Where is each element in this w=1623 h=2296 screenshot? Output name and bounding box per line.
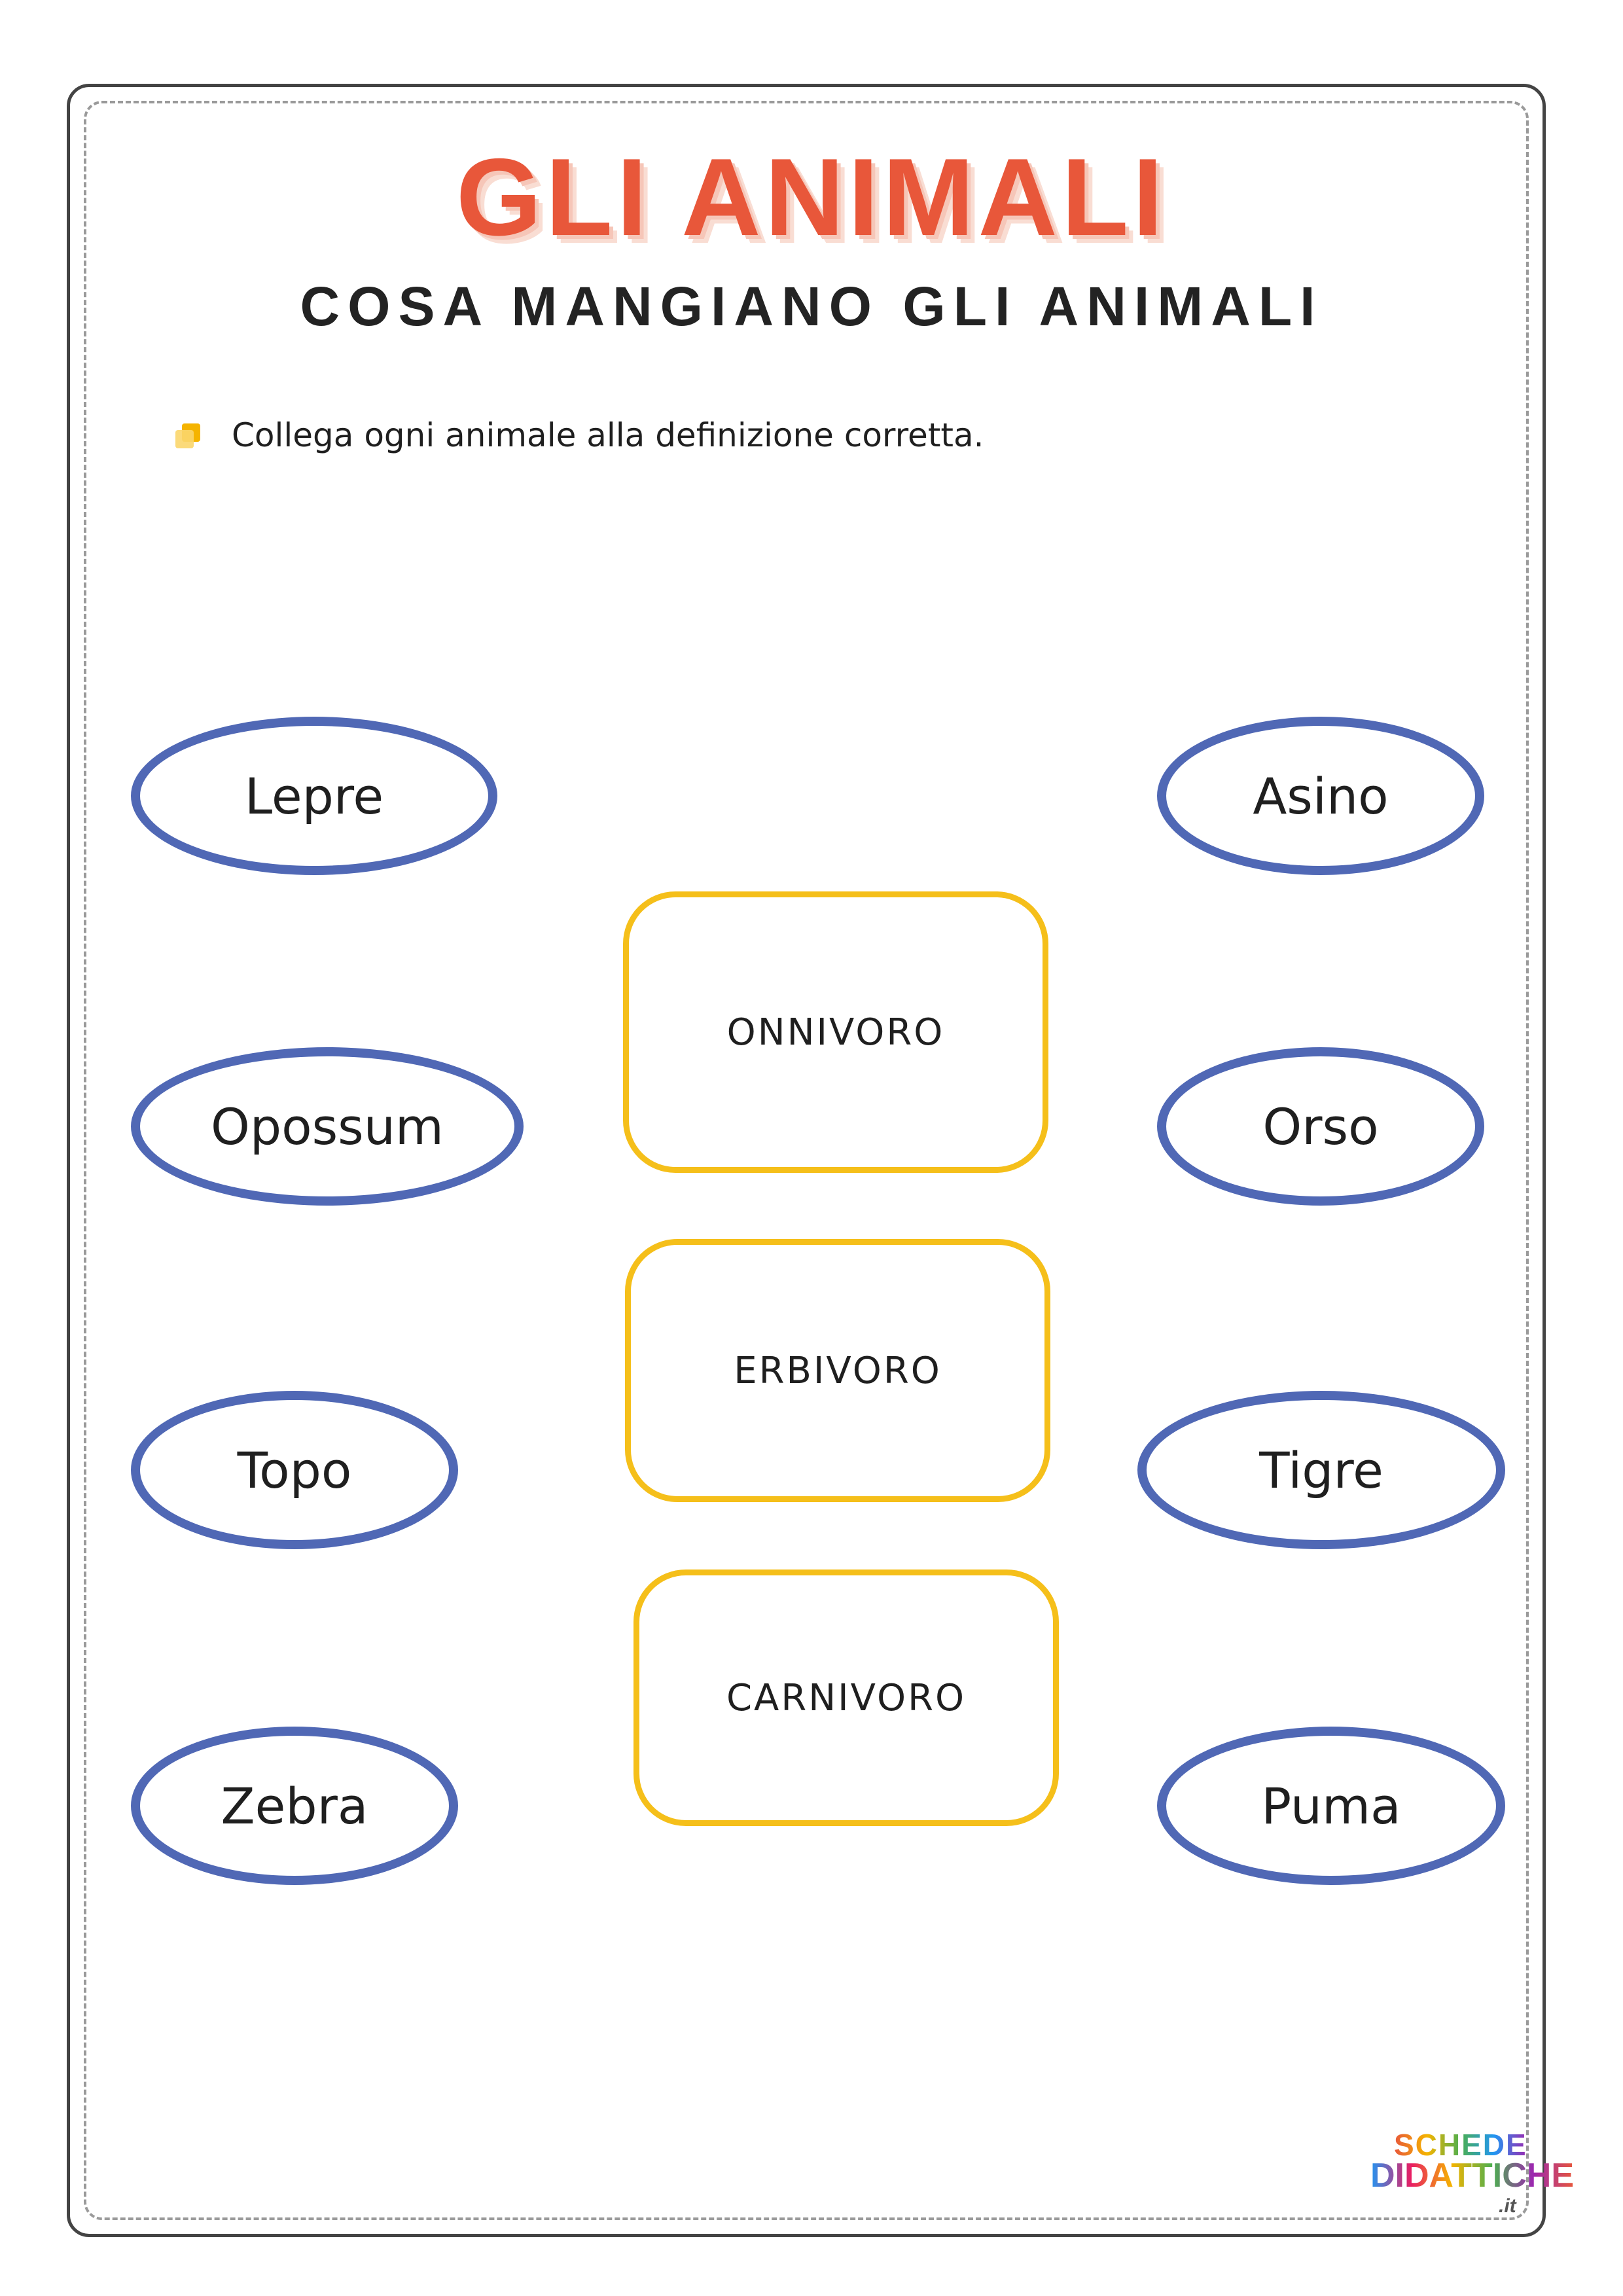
animal-oval-puma[interactable]: Puma [1157, 1727, 1505, 1885]
animal-oval-tigre[interactable]: Tigre [1137, 1391, 1505, 1549]
animal-oval-asino[interactable]: Asino [1157, 717, 1484, 875]
animal-oval-topo[interactable]: Topo [131, 1391, 458, 1549]
animal-oval-zebra[interactable]: Zebra [131, 1727, 458, 1885]
page-dashed-border [84, 101, 1529, 2220]
instruction-text: Collega ogni animale alla definizione co… [232, 416, 984, 454]
category-box-onnivoro[interactable]: ONNIVORO [623, 891, 1048, 1173]
category-box-erbivoro[interactable]: ERBIVORO [625, 1239, 1050, 1502]
instruction: Collega ogni animale alla definizione co… [175, 416, 984, 454]
page-title: GLI ANIMALI [455, 135, 1168, 259]
page-subtitle: COSA MANGIANO GLI ANIMALI [300, 276, 1323, 337]
logo-line-2: DIDATTICHE [1370, 2157, 1575, 2195]
animal-oval-orso[interactable]: Orso [1157, 1047, 1484, 1206]
page-border [67, 84, 1546, 2237]
animal-oval-lepre[interactable]: Lepre [131, 717, 497, 875]
bullet-square-icon [175, 421, 202, 450]
animal-oval-opossum[interactable]: Opossum [131, 1047, 524, 1206]
category-box-carnivoro[interactable]: CARNIVORO [633, 1570, 1059, 1826]
logo-line-3: .it [1499, 2195, 1516, 2217]
logo-line-1: SCHEDE [1394, 2128, 1527, 2162]
schede-didattiche-logo: SCHEDE DIDATTICHE .it [1370, 2127, 1574, 2225]
